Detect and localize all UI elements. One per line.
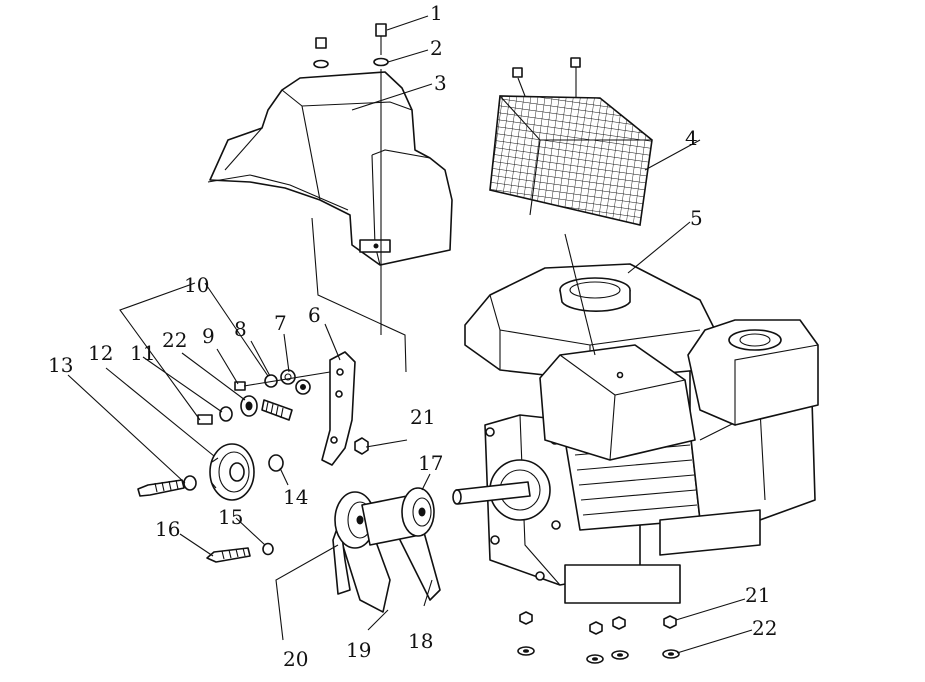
tensioner-hardware — [197, 369, 331, 425]
callout-21-upper: 21 — [410, 405, 435, 429]
callout-21-lower: 21 — [745, 583, 770, 607]
center-line-cover — [311, 217, 407, 373]
pulley-nut — [268, 454, 284, 472]
callout-22-upper: 22 — [162, 328, 187, 352]
callout-19: 19 — [346, 638, 371, 662]
callout-1: 1 — [430, 1, 443, 25]
callout-18: 18 — [408, 629, 433, 653]
mesh-filter-screen — [489, 57, 653, 226]
callout-labels: 1 2 3 4 5 6 7 8 9 10 11 12 13 14 15 16 1… — [48, 1, 777, 671]
cover-bolt-left — [313, 37, 329, 69]
callout-14: 14 — [283, 485, 308, 509]
callout-4: 4 — [685, 126, 698, 150]
base-nuts-and-washers — [517, 611, 680, 664]
drive-pulley-and-belts — [332, 487, 441, 613]
leader-lines — [67, 15, 753, 654]
callout-12: 12 — [88, 341, 113, 365]
idler-pulley — [209, 443, 255, 501]
callout-16: 16 — [155, 517, 180, 541]
callout-5: 5 — [690, 206, 703, 230]
callout-13: 13 — [48, 353, 73, 377]
callout-2: 2 — [430, 36, 443, 60]
center-line-filter — [564, 233, 596, 356]
callout-15: 15 — [218, 505, 243, 529]
callout-11: 11 — [130, 341, 155, 365]
mounting-bolt — [206, 542, 274, 563]
callout-3: 3 — [434, 71, 447, 95]
callout-17: 17 — [418, 451, 443, 475]
callout-22-lower: 22 — [752, 616, 777, 640]
idler-bolt — [137, 475, 197, 497]
callout-6: 6 — [308, 303, 321, 327]
bracket-nut — [354, 437, 369, 455]
callout-7: 7 — [274, 311, 287, 335]
callout-8: 8 — [234, 317, 247, 341]
callout-20: 20 — [283, 647, 308, 671]
tensioner-bracket — [321, 351, 356, 466]
belt-guard-cover — [207, 71, 453, 266]
engine-assembly — [452, 263, 819, 604]
callout-9: 9 — [202, 324, 215, 348]
callout-10: 10 — [184, 273, 209, 297]
